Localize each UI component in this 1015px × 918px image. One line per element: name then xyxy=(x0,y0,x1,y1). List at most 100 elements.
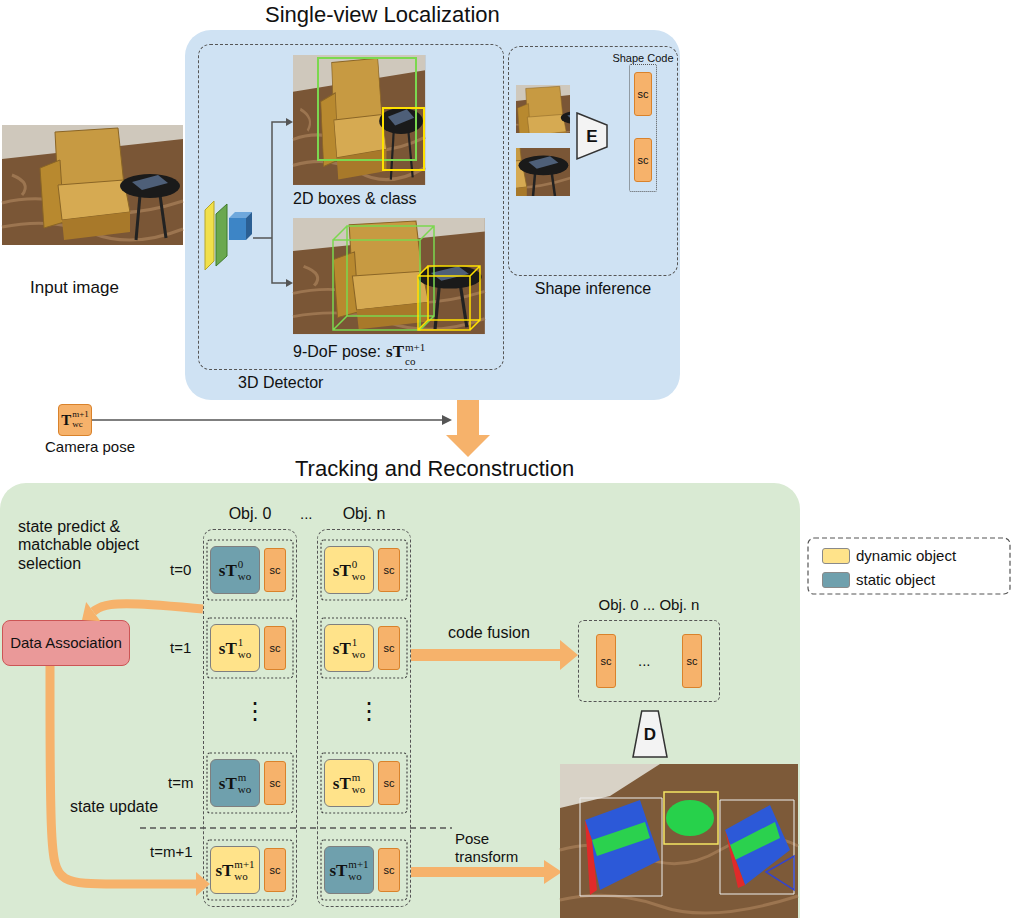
panel-title: Single-view Localization xyxy=(265,2,500,27)
text-holder: Obj. 0 xyxy=(203,505,297,523)
detection-3d-photo xyxy=(293,218,485,334)
text-holder: sc xyxy=(264,848,286,892)
superscript: 1 xyxy=(238,636,251,648)
subscript: wc xyxy=(72,420,89,430)
text-holder: sc xyxy=(264,548,286,592)
state-cells xyxy=(207,618,293,678)
text-holder: t=m xyxy=(168,774,193,792)
camera-pose-line xyxy=(92,415,452,425)
time-label: t=m+1 xyxy=(150,843,193,860)
pose-symbol: sT xyxy=(219,640,237,657)
reconstruction-render xyxy=(664,792,718,844)
subscript: wo xyxy=(348,870,368,882)
box-label: sc xyxy=(687,655,698,667)
box-label: sc xyxy=(601,655,612,667)
camera-pose-line xyxy=(92,419,442,421)
group-outline xyxy=(508,46,678,276)
pose-symbol: sT xyxy=(329,862,347,879)
text-holder: ⋮ xyxy=(243,698,267,726)
text-holder: sT0wo xyxy=(324,546,374,594)
cnn-backbone xyxy=(205,201,214,270)
superscript: m+1 xyxy=(72,410,89,420)
cnn-backbone xyxy=(216,204,227,266)
pose-symbol: sT xyxy=(333,775,351,792)
camera-pose-box: Tm+1wcCamera pose xyxy=(28,402,152,456)
text-holder: Shape inference xyxy=(508,280,678,298)
box-label: sc xyxy=(270,777,281,789)
edge-label: state update xyxy=(70,798,158,815)
text-holder: state update xyxy=(70,798,158,816)
legend-swatch xyxy=(822,548,850,564)
script-stack: 0wo xyxy=(238,558,251,582)
text-holder: sT0wo xyxy=(210,546,260,594)
script-stack: m+1wo xyxy=(234,858,254,882)
image-caption: 9-DoF pose: xyxy=(293,343,381,360)
box-label: sc xyxy=(384,642,395,654)
flow-arrow xyxy=(411,649,560,661)
text-holder: 3D Detector xyxy=(238,374,323,392)
detection-3d-photo xyxy=(293,218,485,334)
reconstruction-render xyxy=(730,822,780,860)
reconstruction-render xyxy=(580,798,662,896)
text-holder: t=0 xyxy=(170,561,191,579)
text-holder: code fusion xyxy=(448,624,530,642)
superscript: m xyxy=(352,771,365,783)
reconstruction-render xyxy=(725,830,745,888)
block-letter: D xyxy=(644,726,656,743)
superscript: 1 xyxy=(352,636,365,648)
shape-code-box: sc xyxy=(264,626,286,670)
box-label: Data Association xyxy=(10,635,122,652)
text-holder: static object xyxy=(856,570,935,590)
detection-3d-photo xyxy=(418,266,480,330)
reconstruction-render xyxy=(720,800,794,894)
object-state-box: sT0wo xyxy=(210,546,260,594)
text-holder: sc xyxy=(634,72,652,116)
superscript: m+1 xyxy=(348,858,368,870)
text-holder: sTm+1wo xyxy=(210,846,260,894)
script-stack: m+1wo xyxy=(348,858,368,882)
shape-code-box: sc xyxy=(264,548,286,592)
vertical-ellipsis: ⋮ xyxy=(243,697,267,725)
text-holder: 9-DoF pose: xyxy=(293,343,381,361)
superscript: m+1 xyxy=(405,341,425,353)
text-holder: sT xyxy=(386,342,404,362)
box-label: sc xyxy=(384,564,395,576)
text-holder: 2D boxes & class xyxy=(293,190,417,208)
state-cells xyxy=(207,753,293,813)
image-caption: Input image xyxy=(30,278,119,297)
subscript: wo xyxy=(238,570,251,582)
text-holder: ⋮ xyxy=(357,698,381,726)
text-holder: sT1wo xyxy=(210,624,260,672)
reconstruction-render xyxy=(666,800,714,836)
object-state-box: sT1wo xyxy=(210,624,260,672)
superscript: 0 xyxy=(238,558,251,570)
text-holder: sc xyxy=(378,626,400,670)
ellipsis: ... xyxy=(638,652,651,669)
shape-code-box: sc xyxy=(634,72,652,116)
legend-frame xyxy=(808,538,1010,594)
subscript: wo xyxy=(238,648,251,660)
text-holder: Obj. 0 ... Obj. n xyxy=(578,596,720,614)
box-label: sc xyxy=(638,154,649,166)
edge-label: state predict & matchable object selecti… xyxy=(18,518,139,572)
script-stack: m+1wc xyxy=(72,410,89,430)
text-holder: Shape Code xyxy=(610,48,676,66)
shape-code-box: sc xyxy=(264,761,286,805)
text-holder: Obj. n xyxy=(317,505,411,523)
input-photo xyxy=(2,125,183,245)
pose-symbol: sT xyxy=(215,862,233,879)
text-holder: ... xyxy=(638,652,651,670)
text-holder: t=m+1 xyxy=(150,843,193,861)
text-holder: co xyxy=(405,351,415,369)
text-holder: D xyxy=(632,710,668,758)
shape-code-box: sc xyxy=(596,634,616,688)
script-stack: 0wo xyxy=(352,558,365,582)
state-cells xyxy=(321,618,407,678)
state-cells xyxy=(207,840,293,900)
superscript: 0 xyxy=(352,558,365,570)
subscript: wo xyxy=(352,783,365,795)
process-box: Data Association xyxy=(2,620,130,666)
trapezoid-shape xyxy=(577,113,607,159)
image-caption: 2D boxes & class xyxy=(293,190,417,207)
state-cells xyxy=(321,540,407,600)
